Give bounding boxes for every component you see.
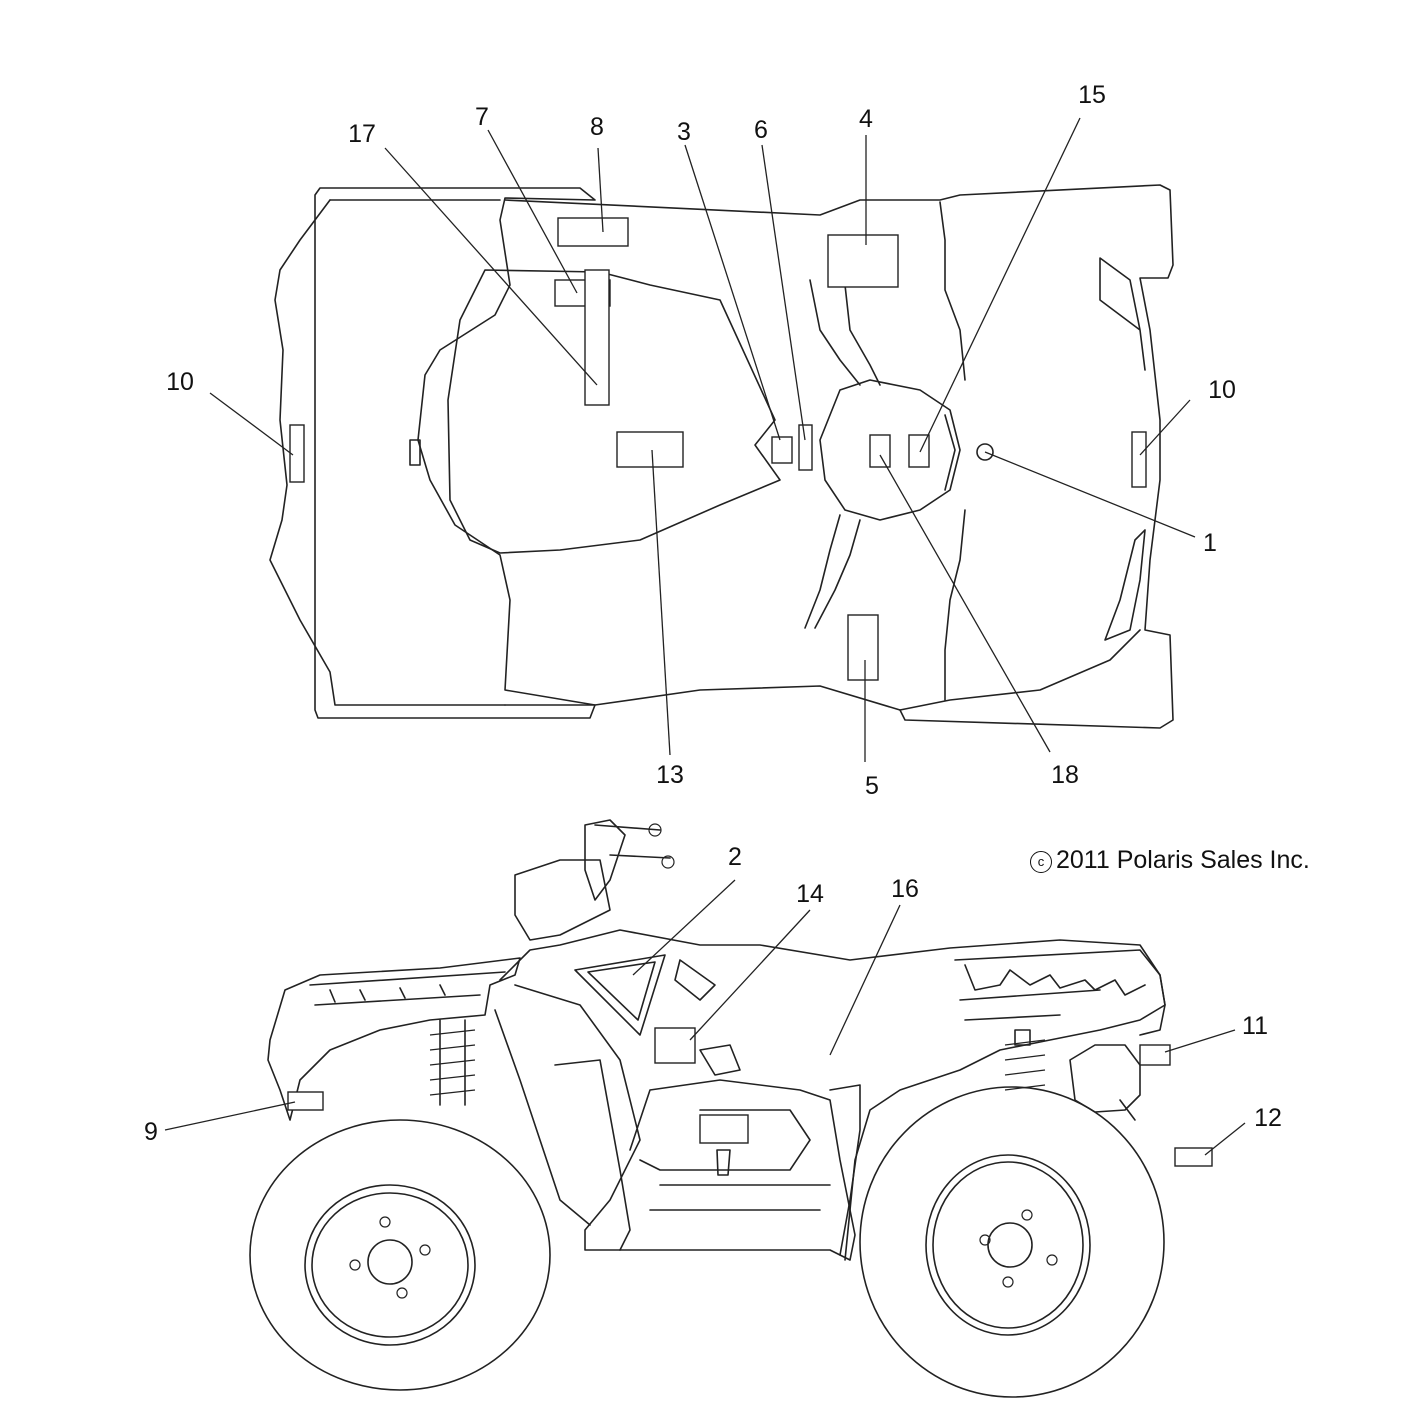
decal-3 xyxy=(771,436,793,464)
callout-15: 15 xyxy=(1078,81,1106,109)
callout-14: 14 xyxy=(796,880,824,908)
decal-6 xyxy=(798,424,813,471)
decal-5 xyxy=(847,614,879,681)
decal-4 xyxy=(827,234,899,288)
callout-10-rear: 10 xyxy=(166,368,194,396)
callout-numbers: 17 7 8 3 6 4 15 10 10 1 13 5 18 2 14 16 … xyxy=(144,81,1282,1146)
callout-5: 5 xyxy=(865,772,879,800)
decal-14 xyxy=(654,1027,696,1064)
callout-7: 7 xyxy=(475,103,489,131)
callout-11: 11 xyxy=(1242,1012,1268,1040)
callout-1: 1 xyxy=(1203,529,1217,557)
callout-3: 3 xyxy=(677,118,691,146)
atv-side-view xyxy=(249,819,1213,1398)
decal-17 xyxy=(584,269,610,406)
callout-18: 18 xyxy=(1051,761,1079,789)
callout-17: 17 xyxy=(348,120,376,148)
decal-9 xyxy=(287,1091,324,1111)
callout-4: 4 xyxy=(859,105,873,133)
decal-floor xyxy=(699,1114,749,1144)
callout-16: 16 xyxy=(891,875,919,903)
callout-8: 8 xyxy=(590,113,604,141)
decal-11 xyxy=(1139,1044,1171,1066)
callout-12: 12 xyxy=(1254,1104,1282,1132)
callout-6: 6 xyxy=(754,116,768,144)
decal-13 xyxy=(616,431,684,468)
decal-18 xyxy=(869,434,891,468)
decal-12 xyxy=(1174,1147,1213,1167)
decal-8 xyxy=(557,217,629,247)
callout-9: 9 xyxy=(144,1118,158,1146)
atv-top-view xyxy=(269,184,1174,729)
copyright-symbol: c xyxy=(1030,851,1052,873)
callout-2: 2 xyxy=(728,843,742,871)
callout-10-front: 10 xyxy=(1208,376,1236,404)
leader-lines xyxy=(164,117,1246,1156)
copyright-text: 2011 Polaris Sales Inc. xyxy=(1056,846,1310,874)
decal-10-front xyxy=(1131,431,1147,488)
decal-10-rear xyxy=(289,424,305,483)
callout-13: 13 xyxy=(656,761,684,789)
